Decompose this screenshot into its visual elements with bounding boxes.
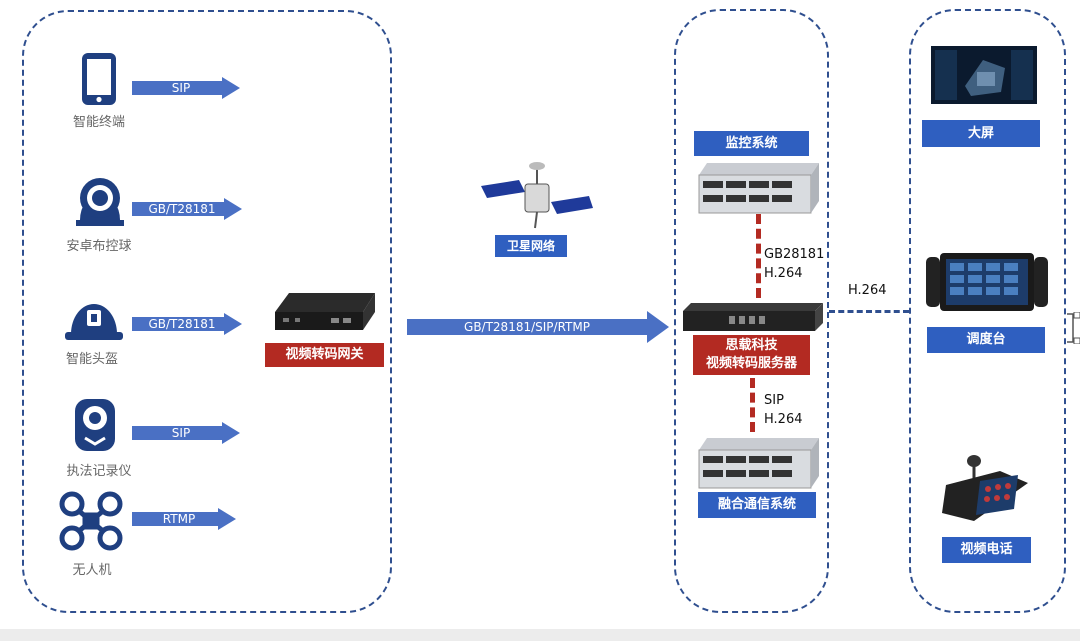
satellite-icon <box>481 158 593 236</box>
protocol-label: GB/T28181 <box>148 317 216 331</box>
protocol-label: GB/T28181 <box>148 202 216 216</box>
protocol-arrow: GB/T28181 <box>132 313 242 335</box>
protocol-arrow: RTMP <box>132 508 236 530</box>
comm-link-line <box>750 378 755 432</box>
device-label: 执法记录仪 <box>66 464 132 479</box>
gateway-device-icon <box>271 290 377 335</box>
monitor-link-line <box>756 214 761 298</box>
main-link-label: GB/T28181/SIP/RTMP <box>464 320 590 334</box>
server-group <box>674 9 829 613</box>
transcode-server-label: 思载科技 视频转码服务器 <box>693 335 810 375</box>
protocol-arrow: GB/T28181 <box>132 198 242 220</box>
footer-bar <box>0 629 1080 641</box>
comm-link-label: SIP H.264 <box>764 393 803 427</box>
gateway-label: 视频转码网关 <box>265 343 384 367</box>
monitor-link-label: GB28181 H.264 <box>764 247 825 281</box>
dispatch-console-label: 调度台 <box>927 327 1045 353</box>
protocol-label: RTMP <box>162 512 196 526</box>
main-link-arrow: GB/T28181/SIP/RTMP <box>407 311 669 343</box>
transcode-server-icon <box>683 303 823 333</box>
comm-label: 融合通信系统 <box>698 492 816 518</box>
drone-icon <box>58 490 124 552</box>
comm-server-icon <box>697 438 819 490</box>
device-label: 智能终端 <box>72 115 125 130</box>
protocol-label: SIP <box>171 426 191 440</box>
device-label: 安卓布控球 <box>66 239 132 254</box>
video-phone-label: 视频电话 <box>942 537 1031 563</box>
right-link-line <box>829 310 909 313</box>
devices-group <box>22 10 392 613</box>
monitor-server-icon <box>697 163 819 215</box>
smart-helmet-icon <box>63 296 125 342</box>
video-phone-icon <box>940 453 1030 523</box>
edge-connector <box>1067 311 1080 345</box>
endpoints-group <box>909 9 1066 613</box>
big-screen-label: 大屏 <box>922 120 1040 147</box>
protocol-label: SIP <box>171 81 191 95</box>
satellite-label: 卫星网络 <box>495 235 567 257</box>
dome-camera-icon <box>74 172 126 228</box>
device-label: 无人机 <box>72 563 112 578</box>
big-screen-icon <box>931 46 1037 104</box>
protocol-arrow: SIP <box>132 422 240 444</box>
smartphone-icon <box>80 52 118 106</box>
dispatch-console-icon <box>926 251 1048 313</box>
protocol-arrow: SIP <box>132 77 240 99</box>
right-link-label: H.264 <box>848 283 887 298</box>
device-label: 智能头盔 <box>65 352 118 367</box>
body-camera-icon <box>73 397 117 453</box>
monitor-label: 监控系统 <box>694 131 809 156</box>
